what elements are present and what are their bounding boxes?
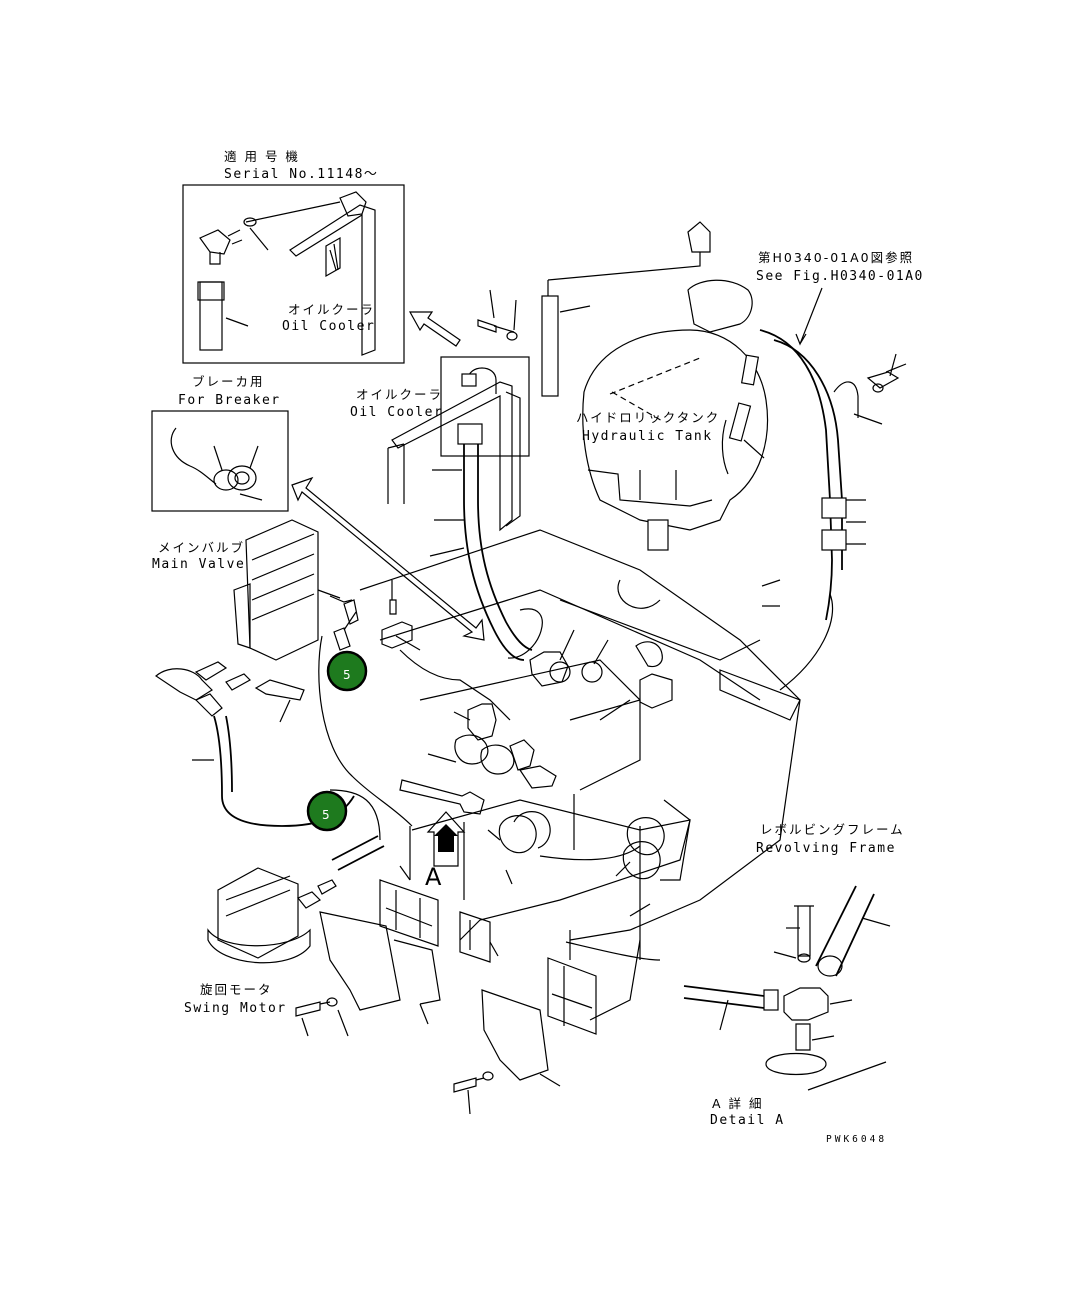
breaker-label-en: For Breaker [178, 393, 281, 408]
leader-lines [192, 353, 897, 1115]
callout-5-lower-number: 5 [322, 808, 330, 822]
see-fig-label-en: See Fig.H0340-01A0 [756, 269, 924, 284]
detail-a: A 詳 細 Detail A [683, 885, 887, 1128]
callout-5-upper-number: 5 [343, 668, 351, 682]
view-a-arrow [426, 811, 466, 867]
main-valve-label-jp: メインバルブ [158, 540, 245, 555]
serial-label-jp: 適 用 号 機 [224, 149, 300, 164]
oil-cooler-inset-label-jp: オイルクーラ [288, 302, 375, 317]
callout-5-upper[interactable]: 5 [326, 650, 368, 692]
inset-arrow [408, 311, 461, 347]
revolving-frame: レボルビングフレーム Revolving Frame [359, 529, 905, 1021]
serial-inset: 適 用 号 機 Serial No.11148～ オイルクーラ Oil Cool… [182, 149, 405, 364]
hydraulic-tank: ハイドロリックタンク Hydraulic Tank [541, 221, 769, 551]
cooler-hose [463, 440, 525, 661]
swing-motor-label-jp: 旋回モータ [200, 982, 273, 997]
serial-label-en: Serial No.11148～ [224, 167, 378, 182]
breaker-label-jp: ブレーカ用 [192, 374, 265, 389]
hose-section [199, 281, 223, 351]
revolving-frame-label-en: Revolving Frame [756, 841, 896, 856]
revolving-frame-label-jp: レボルビングフレーム [760, 822, 905, 837]
drawing-code: PWK6048 [826, 1134, 887, 1145]
swing-motor: 旋回モータ Swing Motor [184, 789, 385, 1016]
hydraulic-tank-label-en: Hydraulic Tank [582, 429, 713, 444]
oil-cooler-unit [289, 204, 376, 356]
see-fig-label-jp: 第H0340-01A0図参照 [758, 250, 914, 265]
breaker-inset-frame [151, 410, 289, 512]
oil-cooler-label-en: Oil Cooler [350, 405, 443, 420]
main-valve: メインバルブ Main Valve [152, 519, 353, 661]
breaker-double-arrow [291, 476, 485, 641]
main-valve-label-en: Main Valve [152, 557, 245, 572]
view-a-label: A [425, 863, 442, 891]
callout-5-lower[interactable]: 5 [306, 790, 348, 832]
serial-inset-frame [182, 184, 405, 364]
breaker-inset: ブレーカ用 For Breaker [151, 374, 289, 512]
hydraulic-tank-label-jp: ハイドロリックタンク [576, 410, 720, 425]
oil-cooler-label-jp: オイルクーラ [356, 387, 443, 402]
elbow-fitting [199, 229, 231, 265]
detail-a-label-en: Detail A [710, 1113, 785, 1128]
detail-a-label-jp: A 詳 細 [712, 1096, 764, 1111]
oil-cooler-main: オイルクーラ Oil Cooler [350, 356, 533, 661]
oil-cooler-inset-label-en: Oil Cooler [282, 319, 375, 334]
swing-motor-label-en: Swing Motor [184, 1001, 287, 1016]
